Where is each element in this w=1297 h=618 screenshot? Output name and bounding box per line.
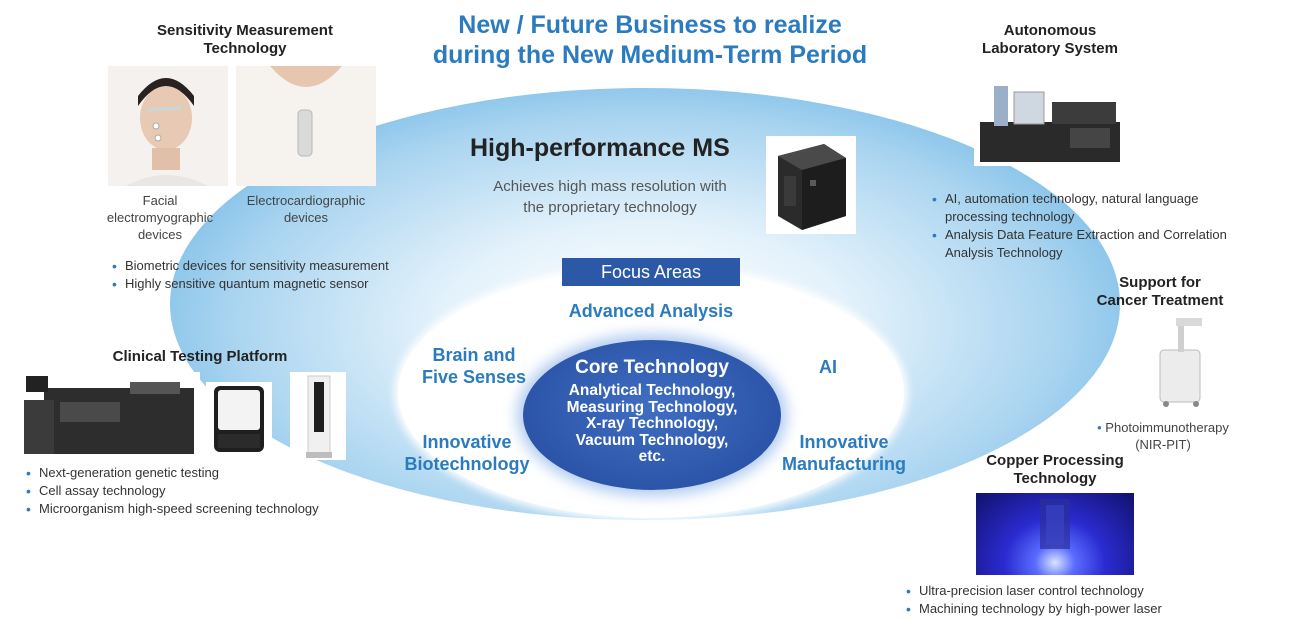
core-item: Analytical Technology, — [568, 382, 736, 399]
copper-title: Copper Processing Technology — [960, 452, 1150, 488]
high-performance-ms-title: High-performance MS — [470, 134, 730, 162]
brain-line-1: Brain and — [432, 345, 516, 365]
mass-spectrometer-image — [766, 136, 856, 234]
autonomous-bullet-1-line-1: AI, automation technology, natural langu… — [945, 191, 1199, 206]
ecg-caption-line-2: devices — [283, 210, 329, 225]
list-item: Analysis Data Feature Extraction and Cor… — [932, 226, 1292, 262]
autonomous-title-line-1: Autonomous — [1003, 22, 1097, 39]
list-item: Highly sensitive quantum magnetic sensor — [112, 275, 442, 293]
cancer-title: Support for Cancer Treatment — [1070, 274, 1250, 310]
focus-areas-badge: Focus Areas — [562, 258, 740, 286]
ecg-device-caption: Electrocardiographic devices — [232, 192, 380, 226]
facial-caption-line-2: electromyographic — [106, 210, 214, 225]
copper-title-line-2: Technology — [1013, 470, 1097, 487]
autonomous-title: Autonomous Laboratory System — [940, 22, 1160, 58]
biotech-line-1: Innovative — [422, 432, 512, 452]
core-technology-title: Core Technology — [575, 357, 729, 378]
focus-advanced-analysis: Advanced Analysis — [568, 301, 734, 321]
autonomous-bullets: AI, automation technology, natural langu… — [932, 190, 1292, 262]
autonomous-title-line-2: Laboratory System — [982, 40, 1118, 57]
high-performance-ms-description: Achieves high mass resolution with the p… — [470, 176, 750, 218]
list-item: Biometric devices for sensitivity measur… — [112, 257, 442, 275]
title-line-2: during the New Medium-Term Period — [432, 41, 868, 69]
sensitivity-title-line-1: Sensitivity Measurement — [157, 22, 333, 39]
cancer-title-line-2: Cancer Treatment — [1096, 292, 1224, 309]
list-item: Machining technology by high-power laser — [906, 600, 1246, 618]
facial-caption-line-3: devices — [137, 227, 183, 242]
focus-innovative-manufacturing: Innovative Manufacturing — [774, 431, 914, 475]
facial-device-photo — [108, 66, 228, 186]
list-item: Microorganism high-speed screening techn… — [26, 500, 386, 518]
autonomous-bullet-2-line-2: Analysis Technology — [945, 245, 1063, 260]
copper-title-line-1: Copper Processing — [986, 452, 1124, 469]
nir-pit-device-photo — [1150, 314, 1214, 410]
core-item: etc. — [638, 448, 666, 465]
core-item: Vacuum Technology, — [575, 431, 729, 449]
copper-bullets: Ultra-precision laser control technology… — [906, 582, 1246, 618]
facial-caption-line-1: Facial — [142, 193, 178, 208]
cancer-bullet-line-1: • Photoimmunotherapy — [1097, 420, 1229, 435]
cancer-bullet-line-2: (NIR-PIT) — [1135, 437, 1191, 452]
autonomous-lab-photo — [974, 78, 1126, 166]
clinical-bullets: Next-generation genetic testing Cell ass… — [26, 464, 386, 518]
desc-line-2: the proprietary technology — [523, 199, 697, 216]
sensitivity-title-line-2: Technology — [203, 40, 287, 57]
desc-line-1: Achieves high mass resolution with — [493, 178, 727, 195]
list-item: Next-generation genetic testing — [26, 464, 386, 482]
list-item: AI, automation technology, natural langu… — [932, 190, 1292, 226]
autonomous-bullet-1-line-2: processing technology — [945, 209, 1075, 224]
ecg-device-photo — [236, 66, 376, 186]
sensitivity-bullets: Biometric devices for sensitivity measur… — [112, 257, 442, 293]
title-line-1: New / Future Business to realize — [458, 11, 842, 39]
autonomous-bullet-2-line-1: Analysis Data Feature Extraction and Cor… — [945, 227, 1227, 242]
focus-ai: AI — [819, 357, 837, 377]
clinical-analyzer-photo — [20, 372, 200, 458]
screening-device-photo — [290, 372, 346, 460]
laser-processing-photo — [976, 493, 1134, 575]
cancer-title-line-1: Support for — [1119, 274, 1201, 291]
cancer-bullet-text: Photoimmunotherapy — [1105, 420, 1229, 435]
list-item: Cell assay technology — [26, 482, 386, 500]
manufacturing-line-1: Innovative — [799, 432, 889, 452]
core-technology-ellipse — [523, 340, 781, 490]
cancer-caption: • Photoimmunotherapy (NIR-PIT) — [1078, 419, 1248, 453]
clinical-title: Clinical Testing Platform — [112, 348, 288, 365]
list-item: Ultra-precision laser control technology — [906, 582, 1246, 600]
manufacturing-line-2: Manufacturing — [782, 454, 906, 474]
sensitivity-title: Sensitivity Measurement Technology — [120, 22, 370, 58]
core-item: X-ray Technology, — [585, 415, 719, 432]
ecg-caption-line-1: Electrocardiographic — [246, 193, 366, 208]
core-technology-list: Analytical Technology, Measuring Technol… — [523, 382, 781, 466]
focus-innovative-biotechnology: Innovative Biotechnology — [392, 431, 542, 475]
focus-brain-five-senses: Brain and Five Senses — [404, 344, 544, 388]
brain-line-2: Five Senses — [421, 367, 527, 387]
facial-device-caption: Facial electromyographic devices — [90, 192, 230, 243]
core-item: Measuring Technology, — [566, 398, 738, 416]
assay-device-photo — [206, 382, 272, 458]
page-title: New / Future Business to realize during … — [380, 10, 920, 70]
biotech-line-2: Biotechnology — [404, 454, 530, 474]
